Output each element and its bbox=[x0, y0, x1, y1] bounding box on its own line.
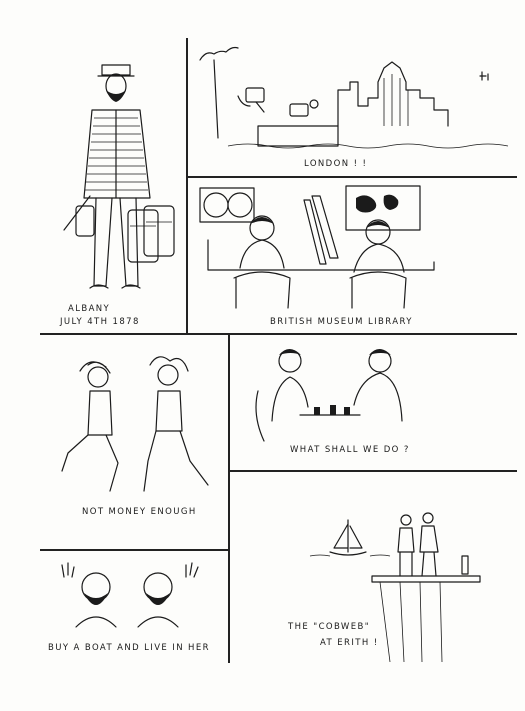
caption-cobweb-title: THE "COBWEB" bbox=[288, 622, 371, 632]
divider-bottom-left bbox=[40, 549, 228, 551]
caption-albany-date: JULY 4TH 1878 bbox=[60, 317, 140, 327]
panel-cobweb: THE "COBWEB" AT ERITH ! bbox=[230, 472, 517, 663]
divider-bottom-right bbox=[228, 470, 517, 472]
caption-london: LONDON ! ! bbox=[304, 159, 368, 169]
conversation-illustration bbox=[255, 349, 403, 442]
caption-money: NOT MONEY ENOUGH bbox=[82, 507, 197, 517]
despairing-figures-illustration bbox=[61, 356, 209, 492]
panel-albany: ALBANY JULY 4TH 1878 bbox=[40, 38, 186, 333]
divider-top-right-1 bbox=[186, 176, 517, 178]
panel-museum: BRITISH MUSEUM LIBRARY bbox=[188, 178, 517, 333]
divider-full-width bbox=[40, 333, 517, 335]
library-illustration bbox=[199, 185, 435, 309]
panel-what: WHAT SHALL WE DO ? bbox=[230, 335, 517, 470]
caption-museum: BRITISH MUSEUM LIBRARY bbox=[270, 317, 413, 327]
two-heads-illustration bbox=[61, 562, 199, 628]
caption-boat: BUY A BOAT AND LIVE IN HER bbox=[48, 643, 210, 653]
london-skyline-illustration bbox=[199, 46, 509, 149]
panel-money: NOT MONEY ENOUGH bbox=[40, 335, 228, 549]
caption-cobweb-place: AT ERITH ! bbox=[320, 638, 379, 648]
panel-london: LONDON ! ! bbox=[188, 38, 517, 176]
caption-albany-place: ALBANY bbox=[68, 304, 111, 314]
caption-what: WHAT SHALL WE DO ? bbox=[290, 445, 410, 455]
traveller-illustration bbox=[63, 64, 175, 289]
panel-boat: BUY A BOAT AND LIVE IN HER bbox=[40, 551, 228, 663]
erith-pier-illustration bbox=[309, 512, 481, 663]
divider-vertical-top bbox=[186, 38, 188, 333]
divider-vertical-bottom bbox=[228, 333, 230, 663]
